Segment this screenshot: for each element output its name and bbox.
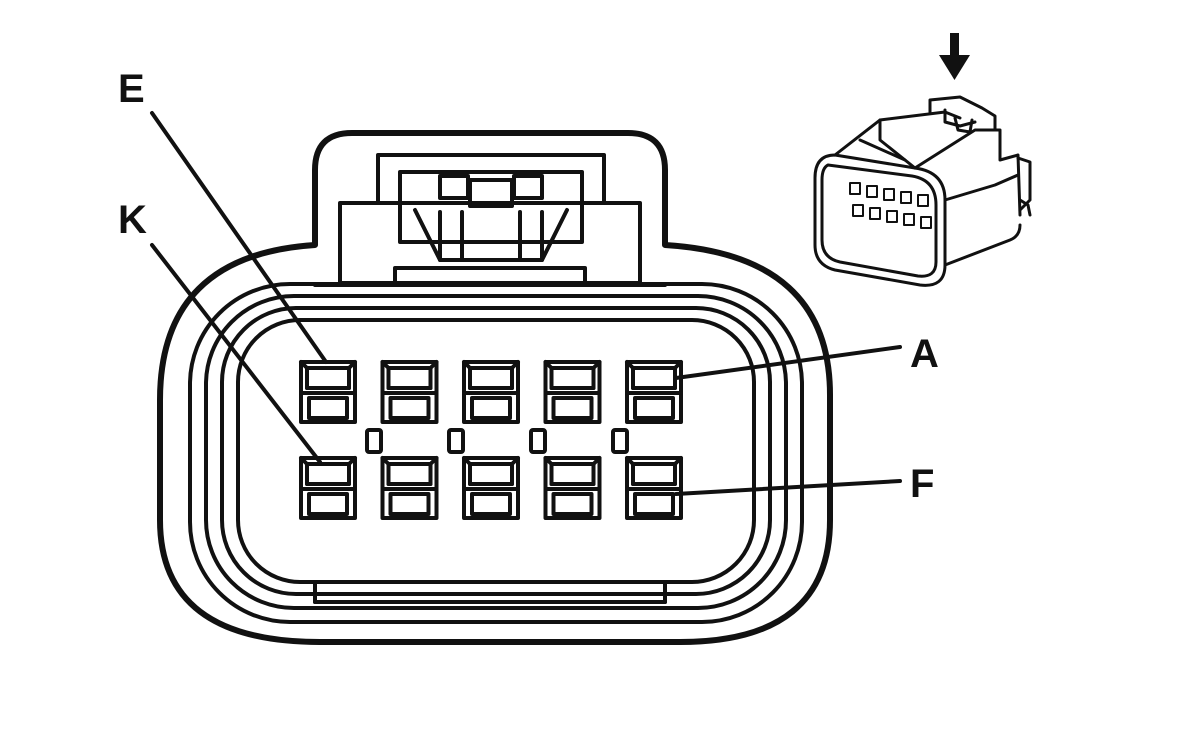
connector-housing-outline: [157, 130, 833, 645]
terminal-cavity: [462, 456, 520, 520]
thumbnail-cavity: [869, 207, 881, 220]
thumbnail-cavity: [849, 182, 861, 195]
thumbnail-cavity: [903, 213, 915, 226]
leader-line-k: [150, 243, 322, 464]
terminal-cavities: [299, 360, 683, 520]
polarization-key: [611, 428, 629, 454]
terminal-cavity: [543, 456, 602, 520]
terminal-cavity: [462, 360, 520, 424]
leader-lines: [150, 111, 902, 496]
polarization-key: [365, 428, 383, 454]
latch: [338, 153, 642, 286]
terminal-cavity: [625, 360, 683, 424]
seal-rings: [188, 282, 804, 624]
terminal-cavity: [625, 456, 683, 520]
thumbnail-cavity: [917, 194, 929, 207]
pin-label-e: E: [118, 67, 145, 111]
polarization-key: [529, 428, 547, 454]
thumbnail-cavity: [866, 185, 878, 198]
pin-label-k: K: [118, 198, 147, 242]
leader-line-f: [674, 479, 902, 496]
pin-label-f: F: [910, 462, 934, 506]
terminal-cavity: [299, 456, 357, 520]
terminal-cavity: [543, 360, 602, 424]
leader-line-e: [150, 111, 328, 364]
terminal-cavity: [380, 360, 439, 424]
thumbnail-cavity: [883, 188, 895, 201]
thumbnail-cavity: [886, 210, 898, 223]
pin-label-a: A: [910, 332, 939, 376]
arrow-down-icon: [939, 33, 970, 80]
thumbnail-cavity: [920, 216, 932, 229]
thumbnail-cavity: [852, 204, 864, 217]
leader-line-a: [674, 345, 902, 380]
terminal-cavity: [299, 360, 357, 424]
thumbnail-cavity: [900, 191, 912, 204]
terminal-cavity: [380, 456, 439, 520]
connector-thumbnail: [813, 95, 1032, 287]
polarization-key: [447, 428, 465, 454]
